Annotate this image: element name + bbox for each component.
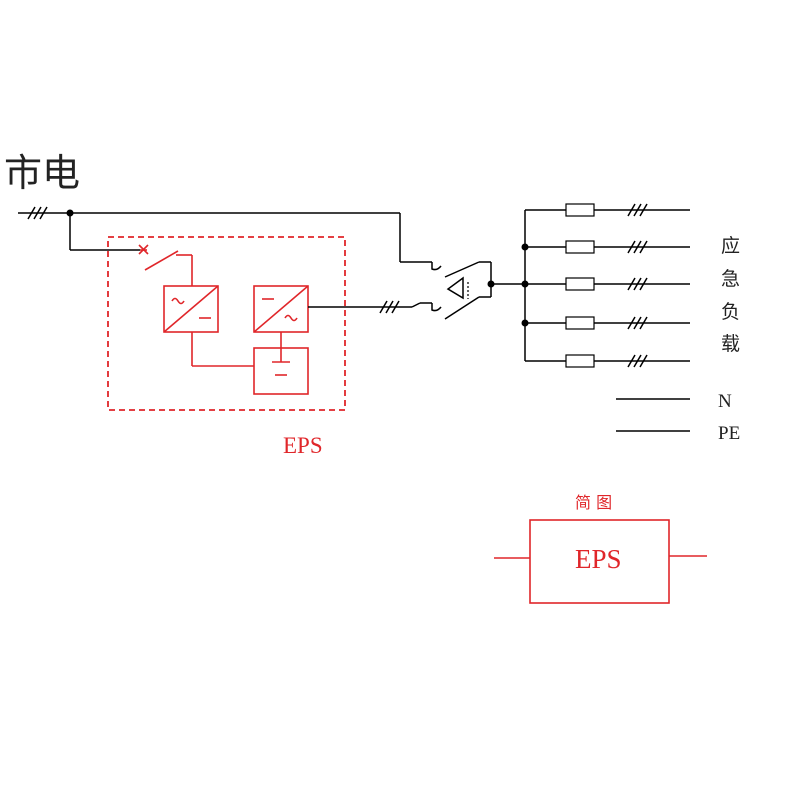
emergency-load-char: 应: [721, 235, 740, 257]
simplified-eps-label: EPS: [575, 544, 622, 574]
load-branch: [521, 240, 690, 254]
eps-feed-line: [69, 213, 140, 251]
mains-3phase-tick-icon: [27, 206, 48, 220]
pe-label: PE: [718, 423, 740, 444]
load-branch: [525, 203, 690, 217]
fuse-icon: [565, 277, 595, 291]
load-branch: [521, 316, 690, 330]
rectifier-battery-link: [191, 332, 254, 367]
eps-enclosure: [107, 236, 346, 411]
eps-input-breaker-icon: [138, 244, 193, 286]
load-branch: [521, 277, 690, 291]
simplified-eps-symbol: [494, 519, 707, 604]
battery-icon: [253, 332, 309, 395]
mains-line: [18, 209, 432, 263]
emergency-load-char: 急: [721, 268, 740, 290]
eps-output-3phase-tick-icon: [379, 300, 400, 314]
fuse-icon: [565, 316, 595, 330]
fuse-icon: [565, 354, 595, 368]
transfer-switch-icon: [431, 261, 525, 320]
load-branch: [525, 354, 690, 368]
eps-label: EPS: [283, 433, 323, 458]
inverter-icon: [253, 285, 309, 333]
fuse-icon: [565, 240, 595, 254]
rectifier-icon: [163, 285, 219, 333]
eps-output-line: [308, 302, 432, 308]
emergency-load-char: 负: [721, 301, 740, 323]
emergency-load-char: 载: [721, 333, 740, 355]
mains-label: 市电: [4, 151, 80, 195]
neutral-label: N: [718, 391, 732, 412]
simplified-title: 简 图: [575, 493, 612, 512]
fuse-icon: [565, 203, 595, 217]
